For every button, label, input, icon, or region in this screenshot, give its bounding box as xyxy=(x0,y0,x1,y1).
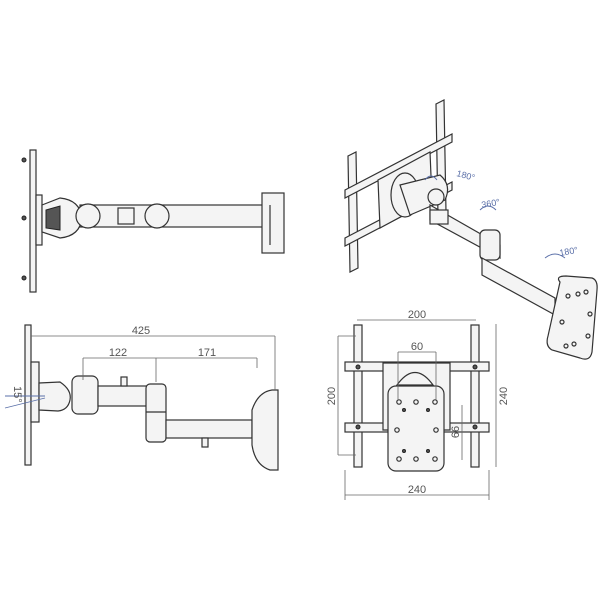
dim-bracket-height: 240 xyxy=(498,387,510,405)
wall-plate-holes xyxy=(559,289,593,349)
tv-bracket-plate xyxy=(24,324,32,466)
top-view xyxy=(21,149,285,293)
arm-2 xyxy=(165,419,253,439)
vertical-rail xyxy=(353,324,363,468)
dim-hole-spacing: 60 xyxy=(411,341,423,353)
tilt-head xyxy=(38,381,71,412)
rotation-arm: 360° xyxy=(481,197,501,210)
rotation-arrow-icon xyxy=(424,175,438,181)
wall-plate-holes xyxy=(394,399,439,462)
joint-1 xyxy=(71,375,99,415)
isometric-view: 180° 360° 180° xyxy=(344,99,598,360)
horizontal-rail xyxy=(344,133,453,199)
rotation-arrow-icon xyxy=(479,205,497,211)
joint-2 xyxy=(479,229,501,261)
wall-plate xyxy=(387,385,445,472)
arm xyxy=(79,204,271,228)
dim-vesa-height: 200 xyxy=(326,387,338,405)
vertical-rail xyxy=(470,324,480,468)
wall-plate xyxy=(546,275,598,360)
dim-arm-1: 122 xyxy=(109,347,127,359)
joint-2 xyxy=(144,203,170,229)
vertical-rail xyxy=(347,151,359,273)
screw-icon xyxy=(21,215,27,221)
joint-2 xyxy=(145,383,167,443)
rotation-wall: 180° xyxy=(559,245,579,258)
screw-icon xyxy=(21,157,27,163)
front-view: 200 60 200 240 66 240 xyxy=(326,309,510,500)
dim-arm-2: 171 xyxy=(198,347,216,359)
rotation-arrow-icon xyxy=(544,253,566,259)
tv-bracket-rail xyxy=(30,361,40,423)
side-view: 425 122 171 15° xyxy=(4,324,279,471)
dim-total-depth: 425 xyxy=(132,325,150,337)
dim-tilt: 15° xyxy=(11,386,23,403)
joint-1 xyxy=(75,203,101,229)
arm-2 xyxy=(481,256,556,317)
tv-bracket-plate xyxy=(29,149,37,293)
wall-plate xyxy=(251,389,279,471)
dim-vesa-width: 200 xyxy=(408,309,426,321)
arm-1 xyxy=(97,385,149,407)
screw-icon xyxy=(21,275,27,281)
wall-plate xyxy=(261,192,285,254)
rotation-head: 180° xyxy=(455,168,476,183)
tilt-head xyxy=(399,174,449,216)
tv-bracket-rail xyxy=(35,194,43,246)
dim-bracket-width: 240 xyxy=(408,484,426,496)
dim-vertical-spacing: 66 xyxy=(450,426,462,438)
